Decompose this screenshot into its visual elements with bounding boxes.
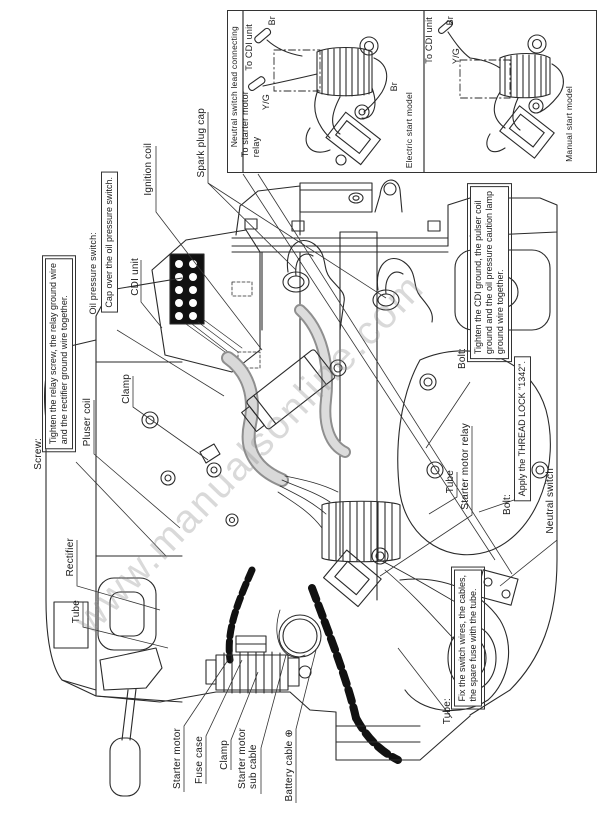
leader-lines — [75, 112, 558, 803]
callout-rectifier: Rectifier — [65, 538, 76, 577]
label-yg-manual: Y/G — [451, 48, 461, 65]
label-br-mid-electric: Br — [389, 82, 399, 92]
callout-battery-cable: Battery cable ⊕ — [284, 729, 295, 802]
note-title-oil-pressure: Oil pressure switch: — [88, 232, 98, 315]
manual-start-schematic — [437, 20, 564, 159]
label-to-starter-relay: To starter motor relay — [240, 91, 261, 158]
note-title-screw: Screw: — [33, 438, 44, 470]
callout-tube-right: Tube — [445, 470, 456, 494]
note-thread-lock: Apply the THREAD LOCK "1342". — [514, 356, 531, 502]
callout-starter-motor: Starter motor — [172, 728, 183, 789]
note-tube-fix: Fix the switch wires, the cables, the sp… — [453, 555, 483, 722]
callout-cdi-unit: CDI unit — [130, 258, 141, 296]
callout-pluser-coil: Pluser coil — [82, 398, 93, 447]
note-screw: Tighten the relay screw, the relay groun… — [44, 237, 74, 470]
callout-clamp-bottom: Clamp — [219, 740, 230, 770]
callout-tube-left: Tube — [71, 600, 82, 624]
note-title-bolt-thread-lock: Bolt: — [502, 494, 513, 516]
note-title-bolt-cdi: Bolt: — [457, 348, 468, 370]
callout-ignition-coil: Ignition coil — [143, 143, 154, 196]
inset-box — [227, 10, 597, 173]
callout-starter-motor-sub-cable: Starter motor sub cable — [237, 728, 259, 789]
callout-clamp-upper: Clamp — [121, 374, 132, 404]
caption-electric-start: Electric start model — [404, 92, 414, 169]
inset-title: Neutral switch lead connecting — [229, 26, 239, 148]
label-to-cdi-manual: To CDI unit — [424, 17, 434, 64]
callout-neutral-switch: Neutral switch — [545, 468, 556, 534]
label-yg-electric: Y/G — [261, 94, 271, 111]
caption-manual-start: Manual start model — [564, 86, 574, 162]
note-bolt-cdi: Tighten the CDI ground, the pulser coil … — [469, 172, 510, 373]
electric-start-schematic — [247, 27, 388, 166]
note-title-tube-fix: Tube: — [442, 698, 453, 725]
label-br-manual: Br — [445, 16, 455, 26]
callout-starter-motor-relay: Starter motor relay — [460, 423, 471, 510]
label-to-cdi-electric: To CDI unit — [244, 24, 254, 71]
callout-spark-plug-cap: Spark plug cap — [196, 108, 207, 178]
engine-body — [44, 179, 558, 797]
label-br-top-electric: Br — [267, 16, 277, 26]
callout-fuse-case: Fuse case — [194, 736, 205, 784]
note-oil-pressure: Cap over the oil pressure switch. — [101, 172, 118, 313]
